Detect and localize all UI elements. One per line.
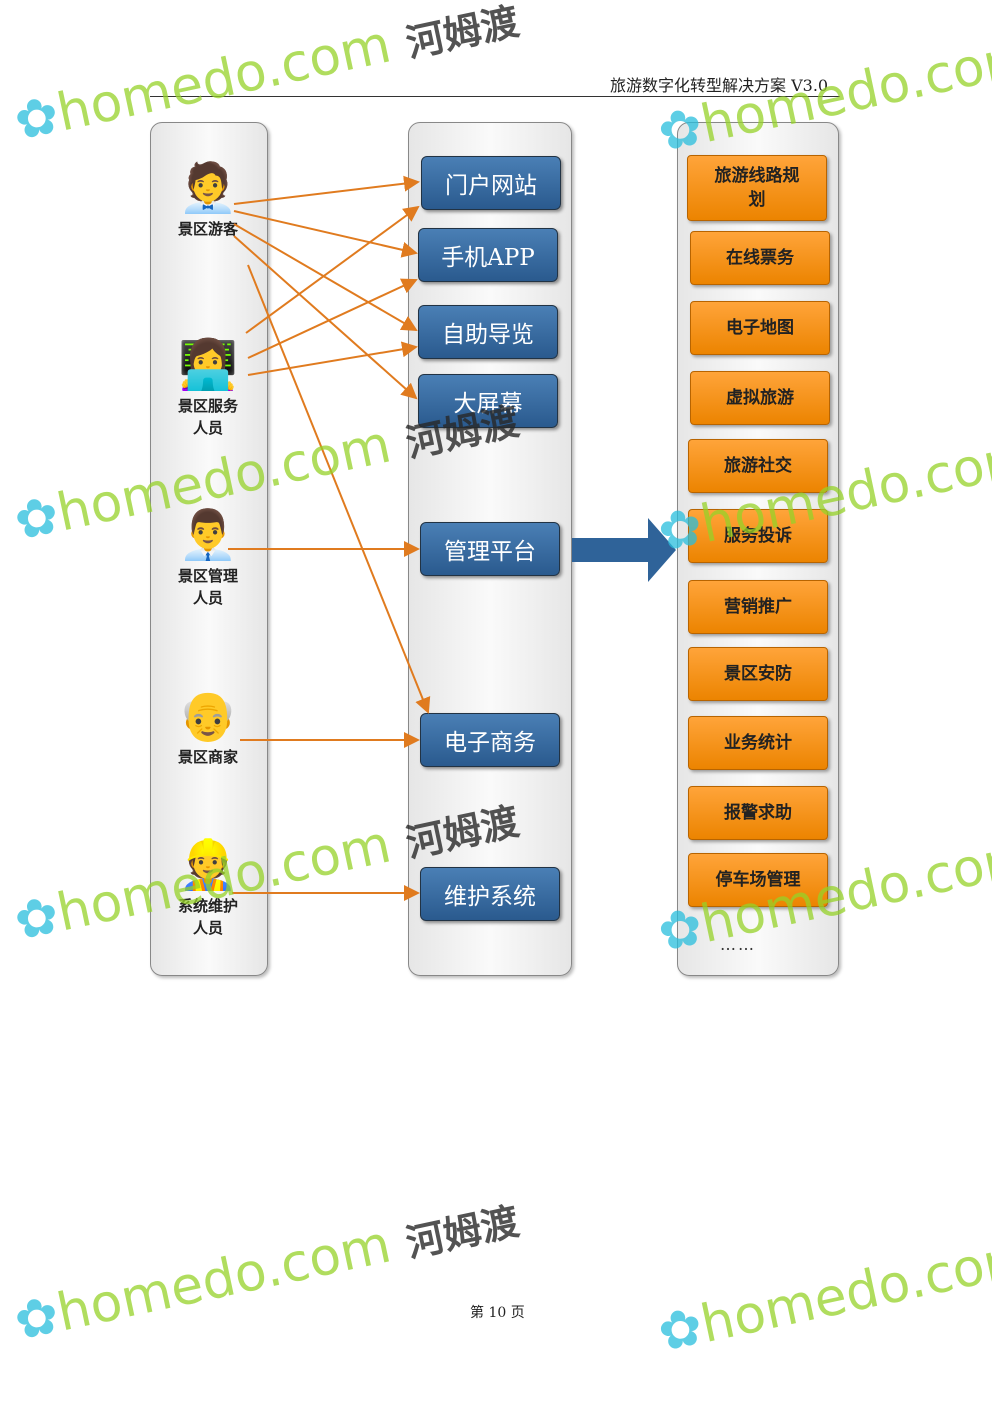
function-complaint: 服务投诉 — [688, 509, 828, 563]
actor-manager: 👨‍💼景区管理人员 — [158, 505, 258, 609]
header-title: 旅游数字化转型解决方案 V3.0 — [610, 76, 829, 95]
channel-maintenance-system: 维护系统 — [420, 867, 560, 921]
channel-mobile-app: 手机APP — [418, 228, 558, 282]
channel-ecommerce: 电子商务 — [420, 713, 560, 767]
maintenance-worker-icon: 👷 — [178, 837, 238, 893]
arrow — [247, 341, 418, 376]
arrow — [247, 278, 418, 359]
header-rule — [150, 96, 840, 97]
function-label: 旅游线路规划 — [714, 166, 800, 210]
actor-merchant: 👴 景区商家 — [158, 686, 258, 768]
function-alarm: 报警求助 — [688, 786, 828, 840]
channel-self-guide: 自助导览 — [418, 305, 558, 359]
arrow — [233, 175, 420, 205]
arrow — [247, 264, 431, 714]
actor-service-staff: 👩‍💻景区服务人员 — [158, 335, 258, 439]
actor-label: 景区游客 — [177, 220, 238, 238]
page-number: 第 10 页 — [470, 1305, 525, 1321]
actor-maintenance: 👷系统维护人员 — [158, 835, 258, 939]
arrow — [245, 205, 420, 334]
arrow — [233, 223, 418, 332]
manager-phone-icon: 👨‍💼 — [178, 507, 238, 563]
actor-label: 景区商家 — [177, 748, 238, 766]
function-security: 景区安防 — [688, 647, 828, 701]
function-travel-social: 旅游社交 — [688, 439, 828, 493]
more-ellipsis: …… — [720, 935, 756, 954]
channel-portal: 门户网站 — [421, 156, 561, 210]
function-marketing: 营销推广 — [688, 580, 828, 634]
function-statistics: 业务统计 — [688, 716, 828, 770]
actor-label: 景区管理人员 — [177, 567, 238, 607]
function-online-ticket: 在线票务 — [690, 231, 830, 285]
function-virtual-tour: 虚拟旅游 — [690, 371, 830, 425]
actor-label: 景区服务人员 — [177, 397, 238, 437]
arrow — [233, 210, 418, 258]
function-parking: 停车场管理 — [688, 853, 828, 907]
businessman-walking-icon: 🧑‍💼 — [178, 160, 238, 216]
function-e-map: 电子地图 — [690, 301, 830, 355]
arrow — [233, 235, 418, 400]
channel-management-platform: 管理平台 — [420, 522, 560, 576]
channel-big-screen: 大屏幕 — [418, 374, 558, 428]
function-route-planning: 旅游线路规划 — [687, 155, 827, 221]
actor-tourist: 🧑‍💼 景区游客 — [158, 158, 258, 240]
actor-label: 系统维护人员 — [177, 897, 238, 937]
merchant-coffee-icon: 👴 — [178, 688, 238, 744]
office-worker-computer-icon: 👩‍💻 — [178, 337, 238, 393]
big-right-arrow — [572, 518, 676, 582]
